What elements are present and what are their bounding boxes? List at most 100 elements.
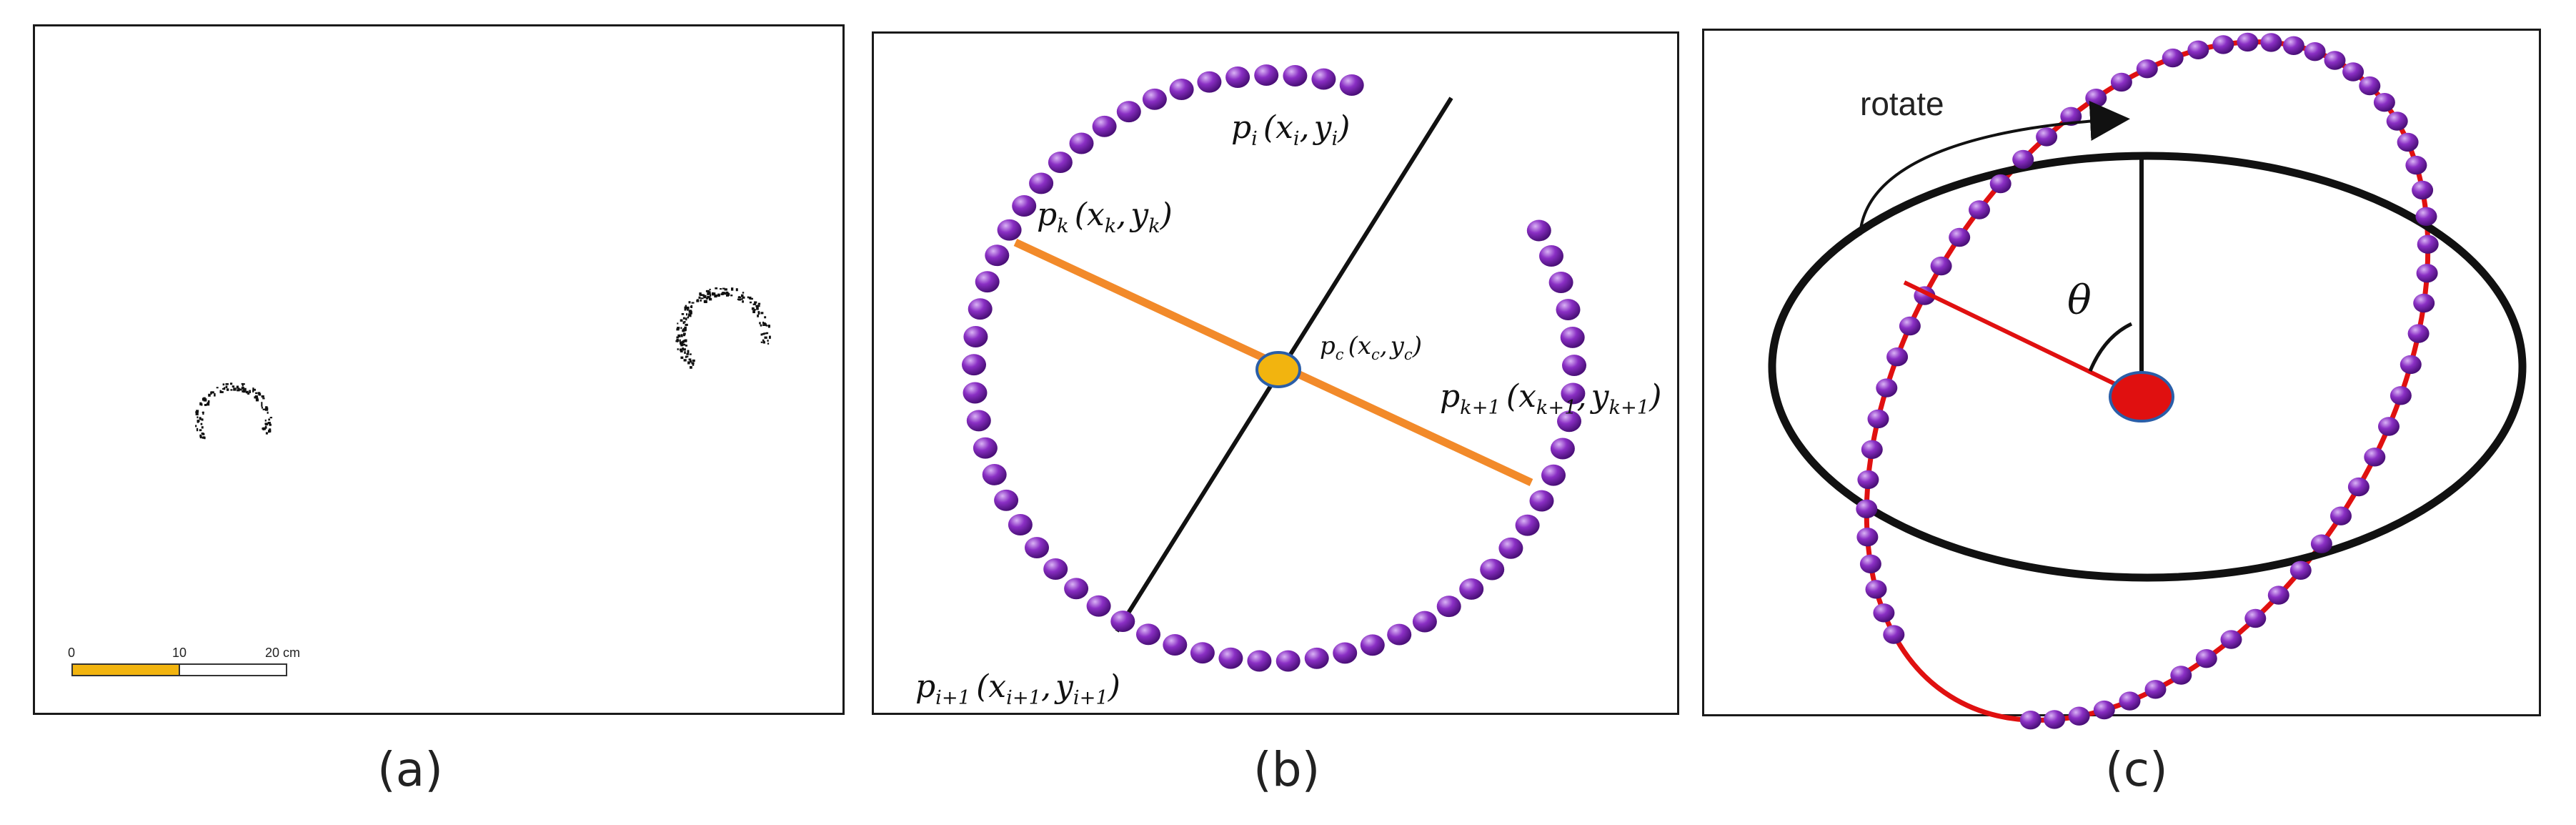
cloud-point [244,387,247,391]
cloud-point [720,288,722,290]
panel-b: pi(xi,yi) pk(xk,yk) pc(xc,yc) pk+1(xk+1,… [872,31,1679,715]
edge-point-bead [1886,347,1909,367]
cloud-point [687,308,689,311]
cloud-point [683,359,687,362]
edge-point-bead [2244,608,2267,628]
edge-point-bead [982,463,1007,485]
edge-point-bead [2347,477,2369,497]
cloud-point [760,312,764,315]
panel-c: θ rotate [1702,29,2541,730]
edge-point-bead [2170,666,2192,685]
cloud-point [760,333,763,336]
cloud-point [258,393,262,396]
edge-point-bead [994,489,1019,511]
cloud-point [764,316,767,319]
cloud-point [685,355,689,357]
edge-point-bead [2144,680,2167,699]
edge-point-bead [1387,623,1412,646]
cloud-point [269,417,273,419]
edge-point-bead [2386,112,2408,131]
label-pi: pi(xi,yi) [1231,109,1350,150]
cloud-point [230,382,233,385]
cloud-point [268,418,271,421]
cloud-point [195,425,197,428]
cloud-point [752,310,755,314]
cloud-point [757,311,760,315]
edge-point-bead [1899,316,1921,336]
cloud-point [724,288,727,291]
caption-a: (a) [377,742,443,797]
edge-point-bead [2187,40,2209,59]
edge-point-bead [2304,42,2326,61]
cloud-point [264,427,266,430]
edge-point-bead [2342,62,2364,81]
cloud-point [222,383,225,386]
cloud-point [688,358,692,361]
cloud-point [202,436,205,439]
cloud-point [722,287,725,290]
cloud-point [680,356,684,360]
cloud-point [767,325,771,327]
caption-c: (c) [2105,742,2168,797]
cloud-point [264,419,267,422]
edge-point-bead [2260,33,2282,52]
cloud-point [698,296,701,299]
cloud-point [676,338,679,342]
cloud-point [696,300,700,302]
cloud-point [239,388,242,391]
cloud-point [208,393,211,397]
edge-point-bead [2417,234,2439,254]
cloud-point [714,294,717,298]
edge-point-bead [2324,51,2346,70]
cloud-point [225,385,228,388]
edge-point-bead [963,382,988,404]
cloud-point [261,403,263,407]
cloud-point [682,321,685,325]
cloud-point [265,423,269,426]
cloud-point [690,305,693,309]
cloud-point [262,408,266,410]
cloud-point [688,301,691,304]
cloud-point [681,313,685,315]
cloud-point [241,382,244,385]
edge-point-bead [2212,35,2234,54]
cloud-point [742,292,745,294]
cloud-point [760,324,762,327]
edge-point-bead [1529,490,1554,512]
edge-point-bead [1064,578,1089,600]
cloud-point [682,343,686,346]
panel-b-canvas: pi(xi,yi) pk(xk,yk) pc(xc,yc) pk+1(xk+1,… [915,64,1661,709]
rotate-arrow [1859,101,2130,236]
cloud-point [690,366,692,369]
edge-point-bead [1311,68,1336,90]
edge-point-bead [1008,514,1033,535]
cloud-point [264,423,267,425]
edge-point-bead [2407,324,2430,343]
cloud-point [686,352,689,355]
cloud-point [237,389,240,392]
cloud-point [242,390,246,393]
edge-point-bead [2359,76,2381,96]
edge-point-bead [2068,706,2090,726]
cloud-point [757,314,759,317]
edge-point-bead [1876,378,1898,397]
edge-point-bead [2405,155,2427,175]
cloud-point [253,388,257,391]
cloud-point [757,302,761,305]
edge-point-bead [1560,326,1585,348]
scale-label-0: 0 [68,646,75,660]
cloud-point [197,416,199,419]
cloud-point [199,417,202,420]
cloud-point [753,309,756,311]
center-point-pc [1255,351,1301,388]
cloud-point [686,313,688,316]
edge-point-bead [2220,630,2242,649]
cloud-point [264,427,267,429]
cloud-point [195,412,199,415]
cloud-point [196,410,199,413]
cloud-point [683,332,686,335]
cloud-point [255,399,259,402]
edge-point-bead [1339,74,1364,96]
cloud-point [762,339,765,342]
cloud-point [709,288,711,291]
